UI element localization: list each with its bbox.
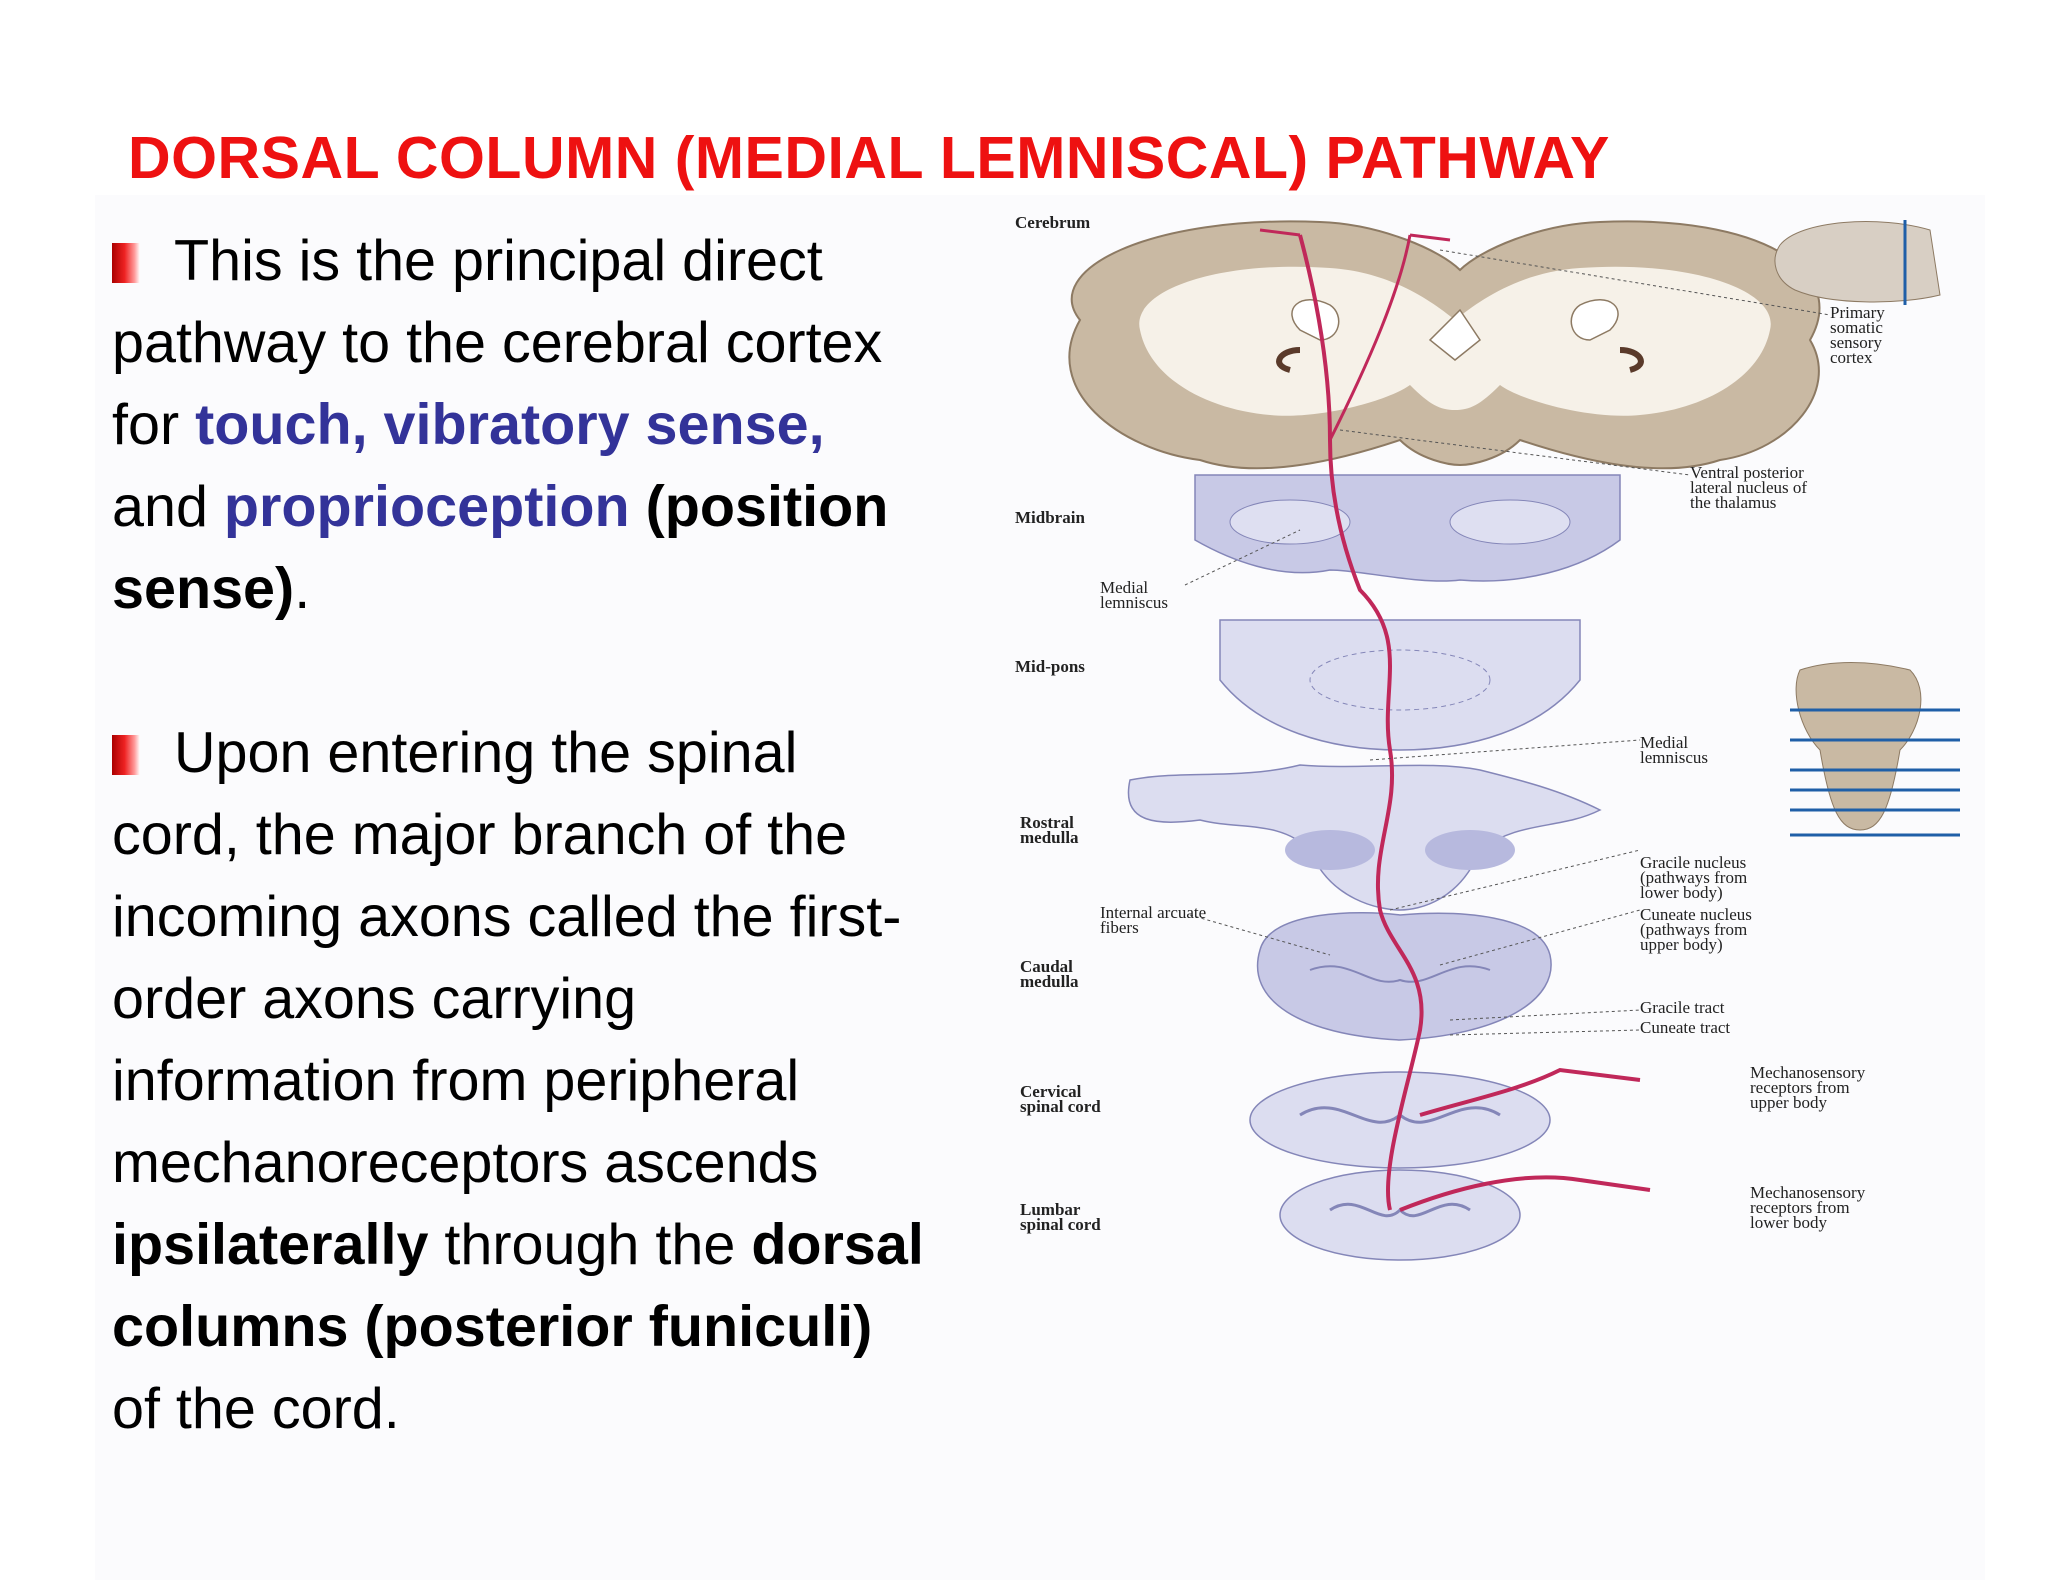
label-cuneate-nucleus-1: Cuneate nucleus xyxy=(1640,905,1752,924)
bullet-2-intro: Upon entering the spinal cord, the major… xyxy=(112,721,902,1195)
label-primary-1: Primary xyxy=(1830,303,1885,322)
label-gracile-nucleus-1: Gracile nucleus xyxy=(1640,853,1746,872)
label-mech-upper-2: receptors from xyxy=(1750,1078,1850,1097)
bullet-marker-icon xyxy=(112,735,140,775)
label-gracile-nucleus-3: lower body) xyxy=(1640,883,1723,902)
rostral-medulla-section xyxy=(1127,764,1602,911)
label-ml-right-1: Medial xyxy=(1640,733,1688,752)
bullet-2-ipsilaterally: ipsilaterally xyxy=(112,1213,429,1277)
bullet-1-position: (position sense) xyxy=(112,475,889,621)
label-vpl-3: the thalamus xyxy=(1690,493,1776,512)
label-rostral-1: Rostral xyxy=(1020,813,1074,832)
label-lumbar-2: spinal cord xyxy=(1020,1215,1101,1234)
label-cervical-2: spinal cord xyxy=(1020,1097,1101,1116)
structure-labels: Primary somatic sensory cortex Ventral p… xyxy=(1100,303,1885,1232)
dorsal-column-pathway-diagram: Cerebrum Midbrain Mid-pons Rostral medul… xyxy=(1015,213,1960,1261)
label-primary-3: sensory xyxy=(1830,333,1882,352)
label-ml-left-1: Medial xyxy=(1100,578,1148,597)
label-midbrain: Midbrain xyxy=(1015,508,1085,527)
bullet-1: This is the principal direct pathway to … xyxy=(112,220,932,630)
bullet-1-and: and xyxy=(112,475,224,539)
bullet-1-touch: touch, vibratory sense, xyxy=(195,393,825,457)
label-gracile-nucleus-2: (pathways from xyxy=(1640,868,1747,887)
label-primary-2: somatic xyxy=(1830,318,1883,337)
label-cervical-1: Cervical xyxy=(1020,1082,1082,1101)
pathway-fibers xyxy=(1259,228,1651,1212)
brain-inset-icon xyxy=(1774,220,1941,305)
label-iaf-2: fibers xyxy=(1100,918,1139,937)
bullet-marker-icon xyxy=(112,243,140,283)
label-mech-lower-3: lower body xyxy=(1750,1213,1827,1232)
bullet-1-proprioception: proprioception xyxy=(223,475,630,539)
bullet-2-dorsal: dorsal columns (posterior funiculi) xyxy=(112,1213,924,1359)
label-iaf-1: Internal arcuate xyxy=(1100,903,1206,922)
bullet-2-through: through the xyxy=(428,1213,752,1277)
label-cerebrum: Cerebrum xyxy=(1015,213,1090,232)
label-caudal-1: Caudal xyxy=(1020,957,1073,976)
caudal-medulla-section xyxy=(1256,912,1552,1041)
label-primary-4: cortex xyxy=(1830,348,1873,367)
label-caudal-2: medulla xyxy=(1020,972,1079,991)
label-mech-lower-1: Mechanosensory xyxy=(1750,1183,1866,1202)
bullet-1-space xyxy=(630,475,646,539)
bullet-1-intro: This is the principal direct pathway to … xyxy=(112,229,883,457)
cerebrum-section xyxy=(1068,220,1821,470)
label-lumbar-1: Lumbar xyxy=(1020,1200,1081,1219)
label-ml-right-2: lemniscus xyxy=(1640,748,1708,767)
label-vpl-2: lateral nucleus of xyxy=(1690,478,1807,497)
midbrain-section xyxy=(1194,474,1621,582)
label-mech-upper-1: Mechanosensory xyxy=(1750,1063,1866,1082)
midpons-section xyxy=(1219,619,1581,751)
bullet-2-end: of the cord. xyxy=(112,1377,400,1441)
level-labels: Cerebrum Midbrain Mid-pons Rostral medul… xyxy=(1015,213,1101,1234)
label-cuneate-tract: Cuneate tract xyxy=(1640,1018,1730,1037)
label-cuneate-nucleus-3: upper body) xyxy=(1640,935,1723,954)
slide-title: DORSAL COLUMN (MEDIAL LEMNISCAL) PATHWAY xyxy=(128,125,1610,191)
bullet-2: Upon entering the spinal cord, the major… xyxy=(112,712,932,1450)
label-mech-upper-3: upper body xyxy=(1750,1093,1827,1112)
brainstem-inset-icon xyxy=(1790,662,1960,837)
label-midpons: Mid-pons xyxy=(1015,657,1085,676)
bullet-1-end: . xyxy=(294,557,311,621)
label-mech-lower-2: receptors from xyxy=(1750,1198,1850,1217)
leader-lines xyxy=(1184,249,1831,1036)
label-ml-left-2: lemniscus xyxy=(1100,593,1168,612)
body-text: This is the principal direct pathway to … xyxy=(112,220,932,1532)
label-cuneate-nucleus-2: (pathways from xyxy=(1640,920,1747,939)
label-rostral-2: medulla xyxy=(1020,828,1079,847)
label-gracile-tract: Gracile tract xyxy=(1640,998,1725,1017)
label-vpl-1: Ventral posterior xyxy=(1690,463,1804,482)
